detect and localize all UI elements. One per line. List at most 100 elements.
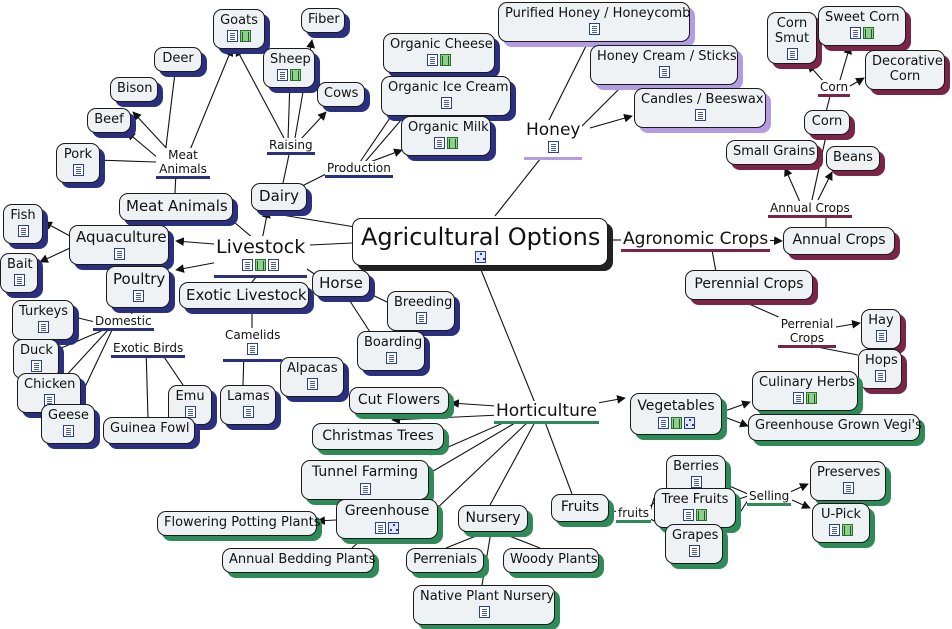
resource-document-icon[interactable] — [359, 483, 371, 495]
resource-document-icon[interactable] — [478, 606, 490, 618]
resource-document-icon[interactable] — [658, 66, 670, 78]
link-corn[interactable]: Corn — [818, 80, 851, 97]
node-turkeys[interactable]: Turkeys — [12, 300, 74, 340]
node-dairy[interactable]: Dairy — [251, 183, 307, 211]
resource-document-icon[interactable] — [829, 524, 840, 536]
resource-document-icon[interactable] — [440, 97, 452, 109]
node-breeding[interactable]: Breeding — [387, 291, 455, 331]
node-sweet-corn[interactable]: Sweet Corn — [818, 6, 906, 46]
node-pork[interactable]: Pork — [56, 143, 100, 183]
resource-video-icon[interactable] — [806, 392, 817, 404]
node-culinary-herbs[interactable]: Culinary Herbs — [752, 371, 858, 411]
resource-document-icon[interactable] — [793, 392, 804, 404]
node-hops[interactable]: Hops — [858, 349, 902, 389]
node-deer[interactable]: Deer — [154, 47, 202, 72]
node-honey-cream[interactable]: Honey Cream / Sticks — [590, 45, 738, 85]
resource-document-icon[interactable] — [694, 109, 706, 121]
node-fiber[interactable]: Fiber — [301, 8, 345, 33]
node-candles[interactable]: Candles / Beeswax — [634, 88, 766, 128]
node-greenhouse-grown-vegi[interactable]: Greenhouse Grown Vegi's — [748, 414, 922, 441]
resource-video-icon[interactable] — [240, 30, 251, 42]
node-vegetables[interactable]: Vegetables — [630, 393, 722, 435]
resource-video-icon[interactable] — [842, 524, 853, 536]
resource-document-icon[interactable] — [842, 482, 854, 494]
node-meat-animals[interactable]: Meat Animals — [119, 193, 233, 221]
node-perennial-crops[interactable]: Perennial Crops — [685, 270, 813, 300]
node-purified-honey[interactable]: Purified Honey / Honeycomb — [498, 2, 690, 42]
resource-document-icon[interactable] — [277, 69, 288, 81]
submap-icon[interactable] — [683, 417, 695, 429]
resource-document-icon[interactable] — [690, 476, 702, 488]
resource-video-icon[interactable] — [290, 69, 301, 81]
node-boarding[interactable]: Boarding — [357, 331, 425, 371]
resource-document-icon[interactable] — [874, 370, 886, 382]
node-fruits[interactable]: Fruits — [551, 494, 609, 522]
node-nursery[interactable]: Nursery — [458, 505, 528, 532]
resource-document-icon[interactable] — [242, 259, 254, 271]
node-christmas-trees[interactable]: Christmas Trees — [312, 423, 444, 450]
link-camelids[interactable]: Camelids — [223, 328, 283, 362]
node-aquaculture[interactable]: Aquaculture — [69, 225, 169, 265]
node-cows[interactable]: Cows — [317, 82, 365, 107]
resource-document-icon[interactable] — [875, 330, 887, 342]
resource-document-icon[interactable] — [427, 54, 438, 66]
node-grapes[interactable]: Grapes — [665, 524, 723, 564]
resource-document-icon[interactable] — [657, 417, 669, 429]
node-fish[interactable]: Fish — [3, 204, 43, 244]
node-decorative-corn[interactable]: Decorative Corn — [865, 50, 945, 90]
node-geese[interactable]: Geese — [41, 404, 95, 444]
node-horse[interactable]: Horse — [312, 270, 370, 297]
node-hay[interactable]: Hay — [861, 309, 901, 349]
link-honey[interactable]: Honey — [524, 120, 583, 160]
node-tunnel-farming[interactable]: Tunnel Farming — [301, 460, 429, 500]
node-exotic-livestock[interactable]: Exotic Livestock — [179, 282, 309, 309]
node-organic-milk[interactable]: Organic Milk — [401, 116, 491, 156]
node-annual-crops[interactable]: Annual Crops — [783, 227, 895, 255]
resource-document-icon[interactable] — [227, 30, 238, 42]
node-alpacas[interactable]: Alpacas — [280, 357, 344, 397]
node-organic-cheese[interactable]: Organic Cheese — [383, 33, 495, 73]
resource-document-icon[interactable] — [17, 225, 29, 237]
node-annual-bedding[interactable]: Annual Bedding Plants — [222, 548, 376, 573]
link-livestock[interactable]: Livestock — [214, 236, 308, 278]
link-exotic-birds[interactable]: Exotic Birds — [111, 341, 186, 358]
node-tree-fruits[interactable]: Tree Fruits — [654, 488, 736, 528]
node-beans[interactable]: Beans — [826, 146, 880, 171]
resource-video-icon[interactable] — [440, 54, 451, 66]
resource-video-icon[interactable] — [447, 137, 458, 149]
link-raising[interactable]: Raising — [267, 138, 315, 155]
link-production[interactable]: Production — [325, 161, 393, 178]
resource-document-icon[interactable] — [683, 509, 694, 521]
resource-document-icon[interactable] — [132, 290, 144, 302]
resource-video-icon[interactable] — [670, 417, 682, 429]
link-fruits[interactable]: fruits — [616, 506, 652, 523]
resource-document-icon[interactable] — [588, 23, 600, 35]
node-preserves[interactable]: Preserves — [810, 461, 886, 501]
resource-document-icon[interactable] — [242, 406, 254, 418]
link-annual-crops[interactable]: Annual Crops — [768, 201, 852, 218]
node-guinea-fowl[interactable]: Guinea Fowl — [103, 417, 195, 444]
node-corn[interactable]: Corn — [804, 110, 850, 135]
node-duck[interactable]: Duck — [13, 339, 59, 379]
node-sheep[interactable]: Sheep — [263, 48, 315, 88]
node-native-plant-nursery[interactable]: Native Plant Nursery — [413, 585, 555, 625]
resource-document-icon[interactable] — [786, 48, 798, 60]
resource-video-icon[interactable] — [863, 27, 874, 39]
resource-document-icon[interactable] — [850, 27, 861, 39]
node-cut-flowers[interactable]: Cut Flowers — [349, 387, 449, 414]
submap-icon[interactable] — [474, 251, 486, 263]
node-perrenials[interactable]: Perrenials — [406, 548, 484, 573]
node-bait[interactable]: Bait — [0, 253, 38, 293]
node-bison[interactable]: Bison — [110, 77, 158, 102]
resource-document-icon[interactable] — [385, 352, 397, 364]
resource-document-icon[interactable] — [434, 137, 445, 149]
link-agronomic-crops[interactable]: Agronomic Crops — [621, 229, 771, 252]
node-flowering-potting[interactable]: Flowering Potting Plants — [157, 511, 321, 536]
resource-document-icon[interactable] — [72, 164, 84, 176]
link-domestic[interactable]: Domestic — [93, 314, 154, 331]
resource-document-icon[interactable] — [415, 312, 427, 324]
resource-video-icon[interactable] — [255, 259, 267, 271]
node-u-pick[interactable]: U-Pick — [812, 503, 870, 543]
node-greenhouse[interactable]: Greenhouse — [336, 499, 438, 539]
node-goats[interactable]: Goats — [213, 9, 265, 49]
